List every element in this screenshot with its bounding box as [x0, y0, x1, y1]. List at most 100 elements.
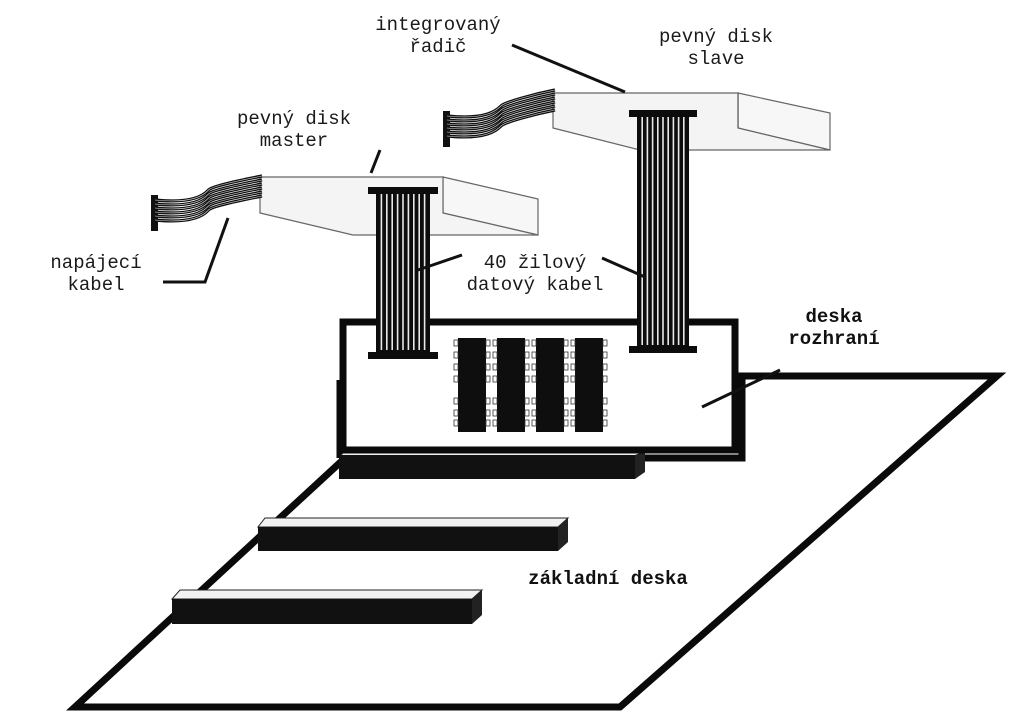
- label-interface-board-line1: deska: [805, 306, 862, 328]
- ribbon-connector-bottom: [368, 352, 438, 359]
- label-controller-line1: integrovaný: [375, 14, 500, 36]
- power-wire-highlight: [154, 175, 263, 202]
- chip: [458, 338, 486, 432]
- chip-pin: [563, 375, 569, 383]
- interface-board-chips: [453, 338, 608, 432]
- label-controller-line2: řadič: [409, 36, 466, 58]
- leader-data-cable-right: [601, 256, 646, 279]
- chip-pin: [602, 397, 608, 405]
- expansion-slot-2: [256, 517, 570, 551]
- leader-interface-board: [701, 368, 781, 409]
- chip-pin: [563, 397, 569, 405]
- chip-pin: [570, 409, 576, 417]
- chip-pin: [531, 363, 537, 371]
- data-cable-slave: [629, 110, 697, 353]
- label-master-disk-line2: master: [260, 130, 328, 152]
- label-data-cable-line2: datový kabel: [467, 274, 604, 296]
- power-wire-highlight: [446, 89, 556, 118]
- chip-pin: [531, 351, 537, 359]
- chip-pin: [485, 409, 491, 417]
- chip-pin: [531, 375, 537, 383]
- chip-pin: [602, 351, 608, 359]
- label-interface-board-line2: rozhraní: [788, 328, 879, 350]
- label-slave-disk-line1: pevný disk: [659, 26, 773, 48]
- power-wire-highlight: [154, 179, 263, 206]
- leader-master-disk: [369, 149, 382, 174]
- label-data-cable: 40 žilový datový kabel: [467, 252, 604, 296]
- chip-pin: [492, 339, 498, 347]
- power-wire-highlight: [446, 109, 556, 138]
- chip-pin: [602, 409, 608, 417]
- chip-pin: [492, 375, 498, 383]
- chip-pin: [563, 409, 569, 417]
- leader-lines: [163, 43, 781, 409]
- power-wire-highlight: [446, 93, 556, 122]
- ribbon-connector-top: [629, 110, 697, 117]
- ribbon-connector-top: [368, 187, 438, 194]
- chip-pin: [453, 375, 459, 383]
- power-connector: [443, 111, 450, 147]
- chip-pin: [531, 409, 537, 417]
- chip-pin: [602, 339, 608, 347]
- chip-pin: [453, 339, 459, 347]
- chip-pin: [453, 397, 459, 405]
- hard-disk-slave: [552, 92, 831, 151]
- chip-pin: [531, 397, 537, 405]
- power-wire-highlight: [446, 97, 556, 126]
- chip-pin: [453, 409, 459, 417]
- chip-pin: [524, 419, 530, 427]
- label-power-cable: napájecí kabel: [50, 252, 141, 296]
- chip-pin: [453, 351, 459, 359]
- power-wire-highlight: [154, 195, 263, 222]
- power-cable-master: [151, 174, 263, 231]
- data-cable-master: [368, 187, 438, 359]
- chip-pin: [531, 339, 537, 347]
- chip: [575, 338, 603, 432]
- chip-pin: [524, 363, 530, 371]
- label-slave-disk: pevný disk slave: [659, 26, 773, 70]
- power-wire-highlight: [446, 101, 556, 130]
- chip-pin: [492, 409, 498, 417]
- power-wire-highlight: [154, 191, 263, 218]
- ribbon-connector-bottom: [629, 346, 697, 353]
- power-wire-highlight: [446, 105, 556, 134]
- label-motherboard: základní deska: [528, 568, 688, 590]
- chip-pin: [524, 397, 530, 405]
- chip-pin: [485, 351, 491, 359]
- chip-pin: [485, 397, 491, 405]
- power-wire-highlight: [154, 183, 263, 210]
- leader-controller: [511, 43, 626, 94]
- label-slave-disk-line2: slave: [687, 48, 744, 70]
- chip-pin: [602, 375, 608, 383]
- chip-pin: [485, 419, 491, 427]
- chip-pin: [492, 351, 498, 359]
- expansion-slot-1: [338, 450, 647, 479]
- power-connector: [151, 195, 158, 231]
- chip-pin: [563, 363, 569, 371]
- chip-pin: [485, 375, 491, 383]
- label-power-cable-line1: napájecí: [50, 252, 141, 274]
- chip-pin: [563, 419, 569, 427]
- chip-pin: [485, 363, 491, 371]
- chip-pin: [524, 351, 530, 359]
- chip-pin: [570, 339, 576, 347]
- label-master-disk-line1: pevný disk: [237, 108, 351, 130]
- label-data-cable-line1: 40 žilový: [484, 252, 587, 274]
- label-master-disk: pevný disk master: [237, 108, 351, 152]
- chip-pin: [524, 409, 530, 417]
- chip-pin: [563, 351, 569, 359]
- chip-pin: [492, 363, 498, 371]
- chip-pin: [531, 419, 537, 427]
- leader-data-cable-left: [417, 253, 463, 272]
- label-power-cable-line2: kabel: [67, 274, 124, 296]
- chip-pin: [524, 375, 530, 383]
- chip-pin: [453, 363, 459, 371]
- power-cable-slave: [443, 88, 556, 147]
- leader-power-cable: [163, 217, 230, 284]
- chip-pin: [492, 397, 498, 405]
- expansion-slot-3: [170, 589, 484, 624]
- chip-pin: [570, 375, 576, 383]
- motherboard-outline: [66, 372, 1007, 711]
- chip-pin: [570, 363, 576, 371]
